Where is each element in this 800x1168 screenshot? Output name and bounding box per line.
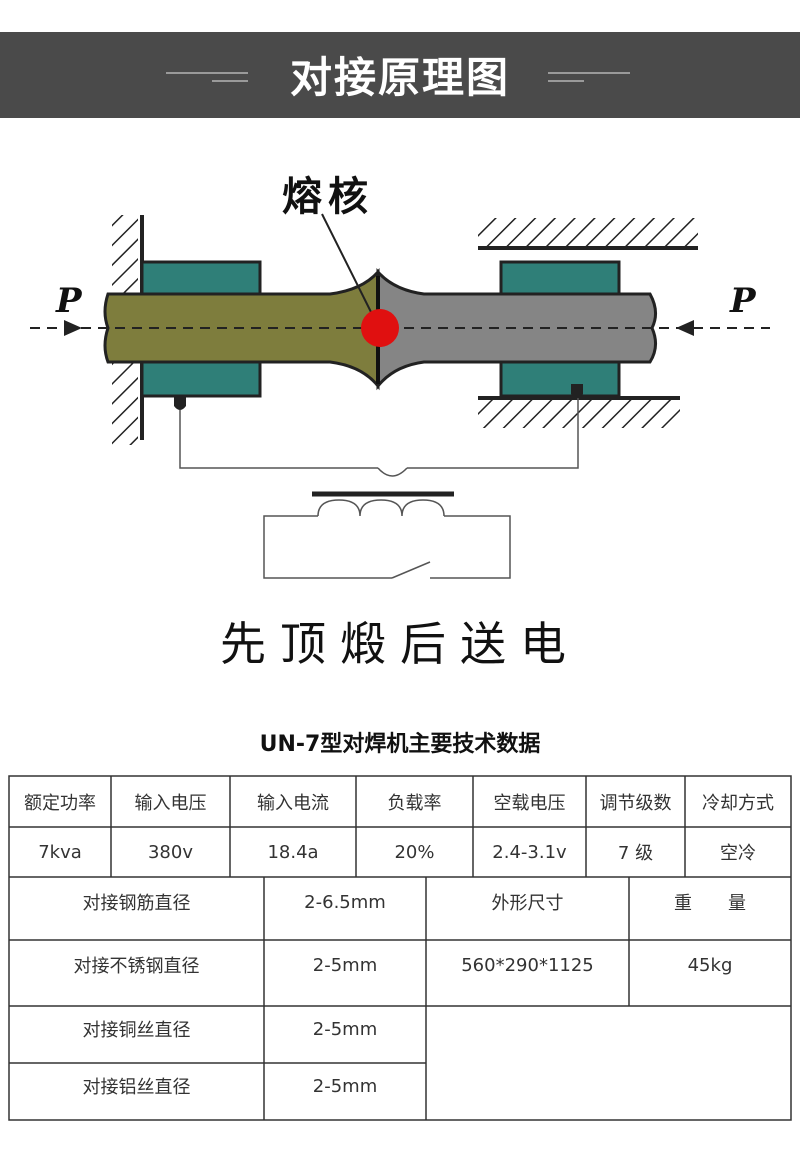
- header-duty-cycle: 负载率: [387, 792, 442, 814]
- nucleus-leader-line: [321, 213, 375, 319]
- title-decoration-left-2: [212, 80, 248, 82]
- value-stainless-diameter: 2-5mm: [312, 954, 378, 976]
- right-guide-bottom: [478, 396, 680, 428]
- nucleus-label: 熔核: [282, 174, 374, 220]
- page-title: 对接原理图: [289, 53, 510, 102]
- primary-coil: [317, 499, 445, 517]
- header-rated-power: 额定功率: [24, 792, 96, 814]
- force-left-label: P: [55, 281, 83, 321]
- title-decoration-right-2: [548, 80, 584, 82]
- switch: [391, 561, 431, 579]
- primary-circuit: [263, 515, 392, 579]
- diagram-caption: 先顶煅后送电: [220, 617, 580, 671]
- circuit-wire: [179, 410, 378, 469]
- value-dimensions: 560*290*1125: [461, 954, 594, 976]
- value-input-voltage: 380v: [147, 841, 193, 863]
- left-force-arrow: [64, 320, 82, 336]
- left-contact-tip: [174, 396, 186, 410]
- label-stainless-diameter: 对接不锈钢直径: [73, 956, 200, 977]
- label-steel-bar-diameter: 对接钢筋直径: [82, 893, 191, 914]
- header-no-load-voltage: 空载电压: [493, 792, 566, 814]
- title-decoration-left: [166, 72, 248, 74]
- value-weight: 45kg: [687, 954, 733, 976]
- value-adjust-levels: 7 级: [617, 843, 654, 864]
- title-decoration-right: [548, 72, 630, 74]
- right-guide-top: [478, 218, 698, 250]
- header-input-voltage: 输入电压: [134, 792, 207, 814]
- secondary-coil: [377, 467, 408, 477]
- value-steel-bar-diameter: 2-6.5mm: [304, 891, 386, 913]
- value-input-current: 18.4a: [267, 841, 319, 863]
- right-force-arrow: [676, 320, 694, 336]
- left-clamp-bottom: [140, 360, 262, 398]
- value-duty-cycle: 20%: [394, 841, 435, 863]
- primary-circuit-right: [430, 515, 511, 579]
- header-adjust-levels: 调节级数: [599, 792, 672, 814]
- label-aluminum-wire-diameter: 对接铝丝直径: [82, 1077, 191, 1098]
- weld-nucleus: [361, 309, 399, 347]
- left-clamp-top: [140, 260, 262, 298]
- butt-welding-diagram: P P 熔核: [30, 174, 770, 579]
- value-copper-wire-diameter: 2-5mm: [312, 1018, 378, 1040]
- value-cooling: 空冷: [720, 843, 756, 864]
- value-aluminum-wire-diameter: 2-5mm: [312, 1075, 378, 1097]
- right-clamp-bottom: [499, 360, 621, 398]
- circuit-wire-right: [407, 398, 579, 469]
- table-title: UN-7型对焊机主要技术数据: [259, 732, 541, 757]
- right-clamp-top: [499, 260, 621, 298]
- right-workpiece: [376, 268, 657, 391]
- value-rated-power: 7kva: [38, 841, 82, 863]
- header-banner: 对接原理图: [0, 32, 800, 118]
- label-dimensions: 外形尺寸: [491, 893, 564, 914]
- label-copper-wire-diameter: 对接铜丝直径: [82, 1020, 191, 1041]
- value-no-load-voltage: 2.4-3.1v: [492, 841, 567, 863]
- label-weight: 重 量: [674, 893, 746, 914]
- right-contact-tip: [571, 384, 583, 398]
- header-cooling: 冷却方式: [702, 792, 774, 814]
- force-right-label: P: [729, 281, 757, 321]
- header-input-current: 输入电流: [257, 792, 329, 814]
